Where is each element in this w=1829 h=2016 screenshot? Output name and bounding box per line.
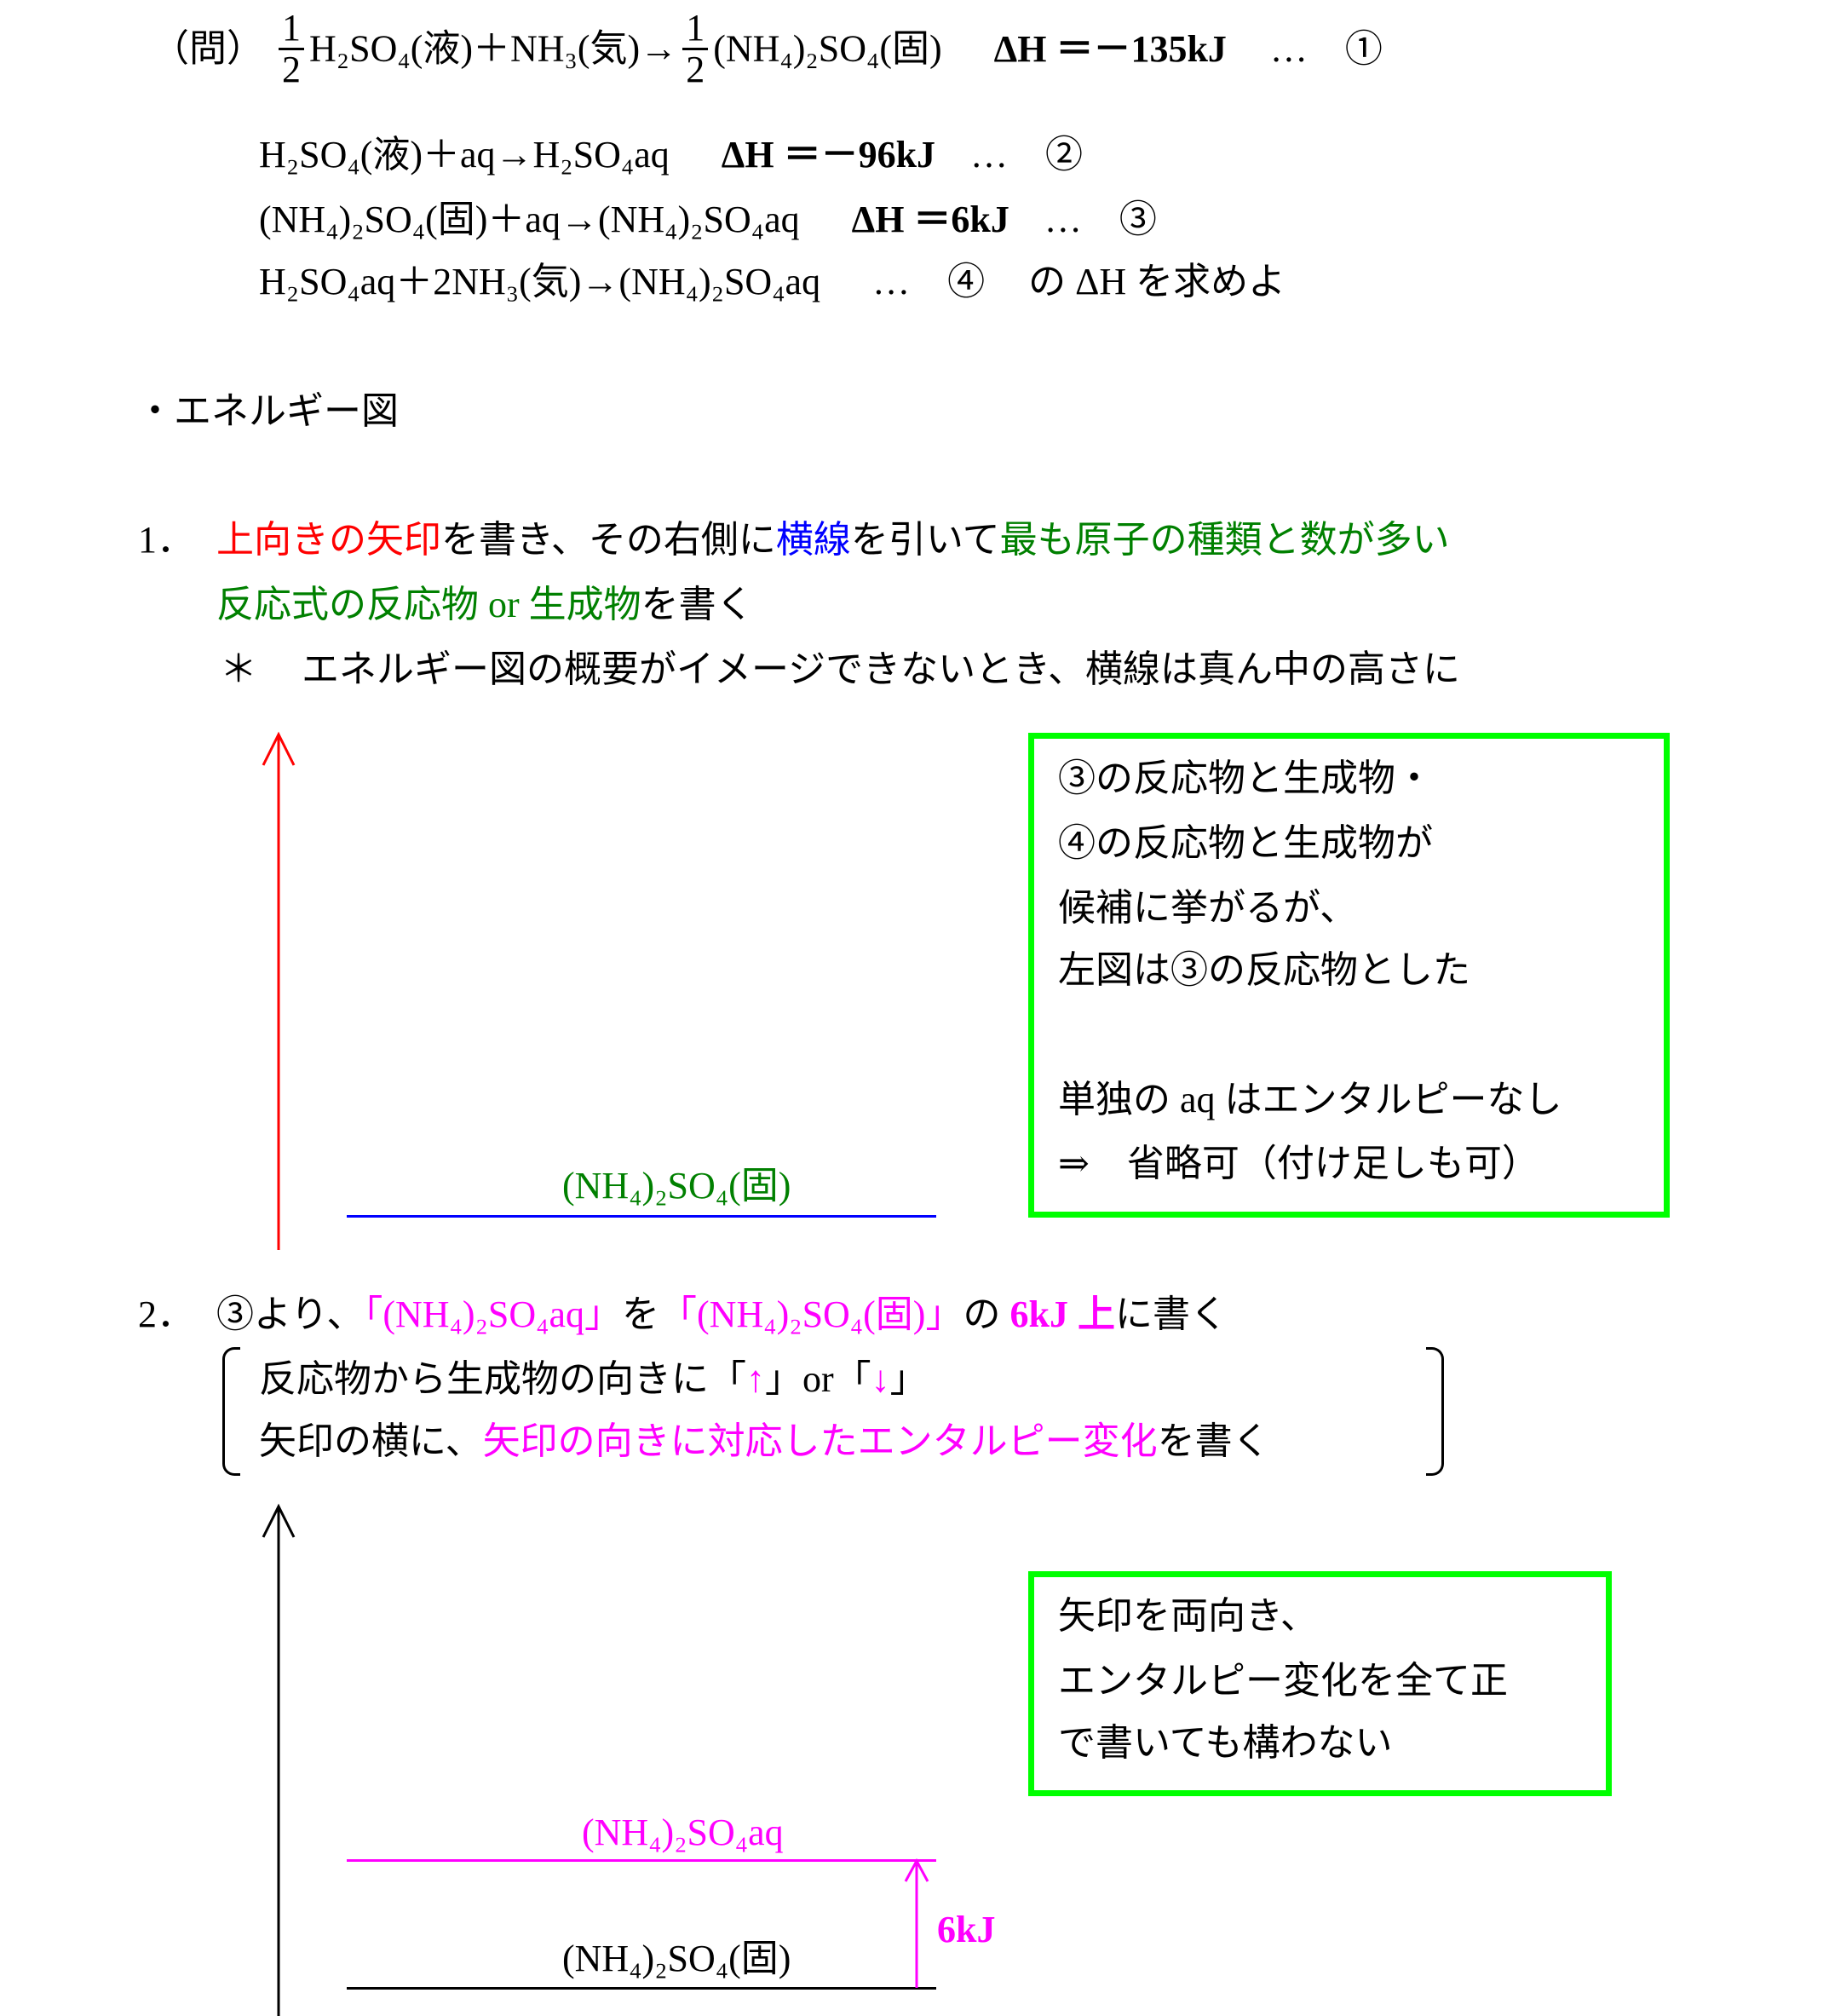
box-line: ③の反応物と生成物・ — [1058, 757, 1433, 799]
step2-number: 2． — [138, 1293, 194, 1335]
step1-number: 1． — [138, 519, 194, 561]
note-box-2: 矢印を両向き、 エンタルピー変化を全て正 で書いても構わない — [1028, 1571, 1612, 1796]
eq2-text: H₂SO₄(液)＋aq→H₂SO₄aq — [259, 134, 670, 176]
text: 」or「 — [765, 1358, 871, 1400]
lower-level-label: (NH₄)₂SO₄(固) — [562, 1938, 791, 1979]
eq4-ask: の ΔH を求めよ — [1028, 261, 1286, 302]
fraction-denominator: 2 — [686, 49, 705, 91]
text: を書き、その右側に — [441, 519, 776, 561]
text: を書く — [1157, 1420, 1270, 1462]
fraction-numerator: 1 — [279, 8, 304, 51]
level-label: (NH₄)₂SO₄(固) — [562, 1165, 791, 1207]
text: 反応物から生成物の向きに「 — [259, 1358, 746, 1400]
delta-label: 6kJ — [937, 1909, 996, 1950]
up-arrow-glyph: ↑ — [746, 1358, 765, 1400]
step1-line1: 上向きの矢印を書き、その右側に横線を引いて最も原子の種類と数が多い — [216, 521, 1450, 559]
step2-line1: ③より、「(NH₄)₂SO₄aq」を「(NH₄)₂SO₄(固)」の 6kJ 上に… — [216, 1296, 1228, 1333]
box-line: ⇒ 省略可（付け足しも可） — [1058, 1143, 1539, 1184]
equation-3: (NH₄)₂SO₄(固)＋aq→(NH₄)₂SO₄aq ΔH ＝6kJ … ③ — [259, 201, 1157, 239]
step1-note: エネルギー図の概要がイメージできないとき、横線は真ん中の高さに — [302, 648, 1461, 690]
text: を — [622, 1293, 660, 1335]
box-line: 単独の aq はエンタルピーなし — [1058, 1079, 1562, 1120]
energy-level-line-upper — [347, 1859, 936, 1862]
box-line: エンタルピー変化を全て正 — [1058, 1660, 1508, 1702]
left-bracket — [222, 1347, 240, 1476]
up-arrow-red — [262, 731, 296, 1250]
text: を引いて — [850, 519, 1000, 561]
note-mark: ＊ — [220, 648, 257, 690]
text: 」 — [889, 1358, 928, 1400]
box-line: 候補に挙がるが、 — [1058, 887, 1358, 929]
down-arrow-glyph: ↓ — [871, 1358, 890, 1400]
eq1-dh: ΔH ＝－135kJ — [993, 27, 1227, 70]
eq3-tag: … ③ — [1044, 199, 1157, 240]
right-bracket — [1426, 1347, 1444, 1476]
text-blue: 横線 — [775, 519, 851, 561]
fraction-denominator: 2 — [282, 49, 301, 91]
note-box-1: ③の反応物と生成物・ ④の反応物と生成物が 候補に挙がるが、 左図は③の反応物と… — [1028, 733, 1670, 1218]
equation-4: H₂SO₄aq＋2NH₃(気)→(NH₄)₂SO₄aq … ④ の ΔH を求め… — [259, 263, 1285, 301]
text-magenta: 「(NH₄)₂SO₄(固)」 — [659, 1293, 963, 1335]
eq2-dh: ΔH ＝－96kJ — [721, 134, 936, 176]
problem-label: （問） — [152, 27, 264, 70]
equation-2: H₂SO₄(液)＋aq→H₂SO₄aq ΔH ＝－96kJ … ② — [259, 136, 1083, 174]
eq1-left: H₂SO₄(液)＋NH₃(気)→ — [309, 27, 678, 70]
text: ③より、 — [216, 1293, 365, 1335]
upper-level-label: (NH₄)₂SO₄aq — [582, 1812, 784, 1853]
step1-line2: 反応式の反応物 or 生成物を書く — [216, 586, 754, 624]
eq3-dh: ΔH ＝6kJ — [851, 199, 1009, 240]
energy-level-line-blue — [347, 1215, 936, 1218]
eq4-text: H₂SO₄aq＋2NH₃(気)→(NH₄)₂SO₄aq — [259, 261, 821, 302]
eq3-text: (NH₄)₂SO₄(固)＋aq→(NH₄)₂SO₄aq — [259, 199, 800, 240]
text: に書く — [1114, 1293, 1228, 1335]
text-green: 反応式の反応物 or 生成物 — [216, 584, 641, 625]
text: を書く — [641, 584, 754, 625]
eq2-tag: … ② — [970, 134, 1084, 176]
delta-arrow — [904, 1858, 929, 1988]
text: 矢印の横に、 — [259, 1420, 483, 1462]
bracket-line2: 矢印の横に、矢印の向きに対応したエンタルピー変化を書く — [259, 1423, 1270, 1460]
text-red: 上向きの矢印 — [216, 519, 441, 561]
eq4-tag: … ④ — [872, 261, 986, 302]
eq1-tag: … ① — [1269, 27, 1383, 70]
box-line: で書いても構わない — [1058, 1722, 1393, 1764]
text-green: 最も原子の種類と数が多い — [999, 519, 1450, 561]
section-heading: ・エネルギー図 — [136, 390, 399, 432]
eq1-right: (NH₄)₂SO₄(固) — [713, 27, 942, 70]
text-magenta: 矢印の向きに対応したエンタルピー変化 — [482, 1420, 1158, 1462]
box-line: 左図は③の反応物とした — [1058, 949, 1470, 991]
text-magenta: 6kJ 上 — [1009, 1293, 1115, 1335]
box-line: 矢印を両向き、 — [1058, 1595, 1318, 1637]
text-magenta: 「(NH₄)₂SO₄aq」 — [364, 1293, 623, 1335]
box-line: ④の反応物と生成物が — [1058, 822, 1433, 864]
text: の — [963, 1293, 1010, 1335]
energy-level-line-lower — [347, 1987, 936, 1990]
fraction-numerator: 1 — [682, 8, 709, 51]
up-arrow-black — [262, 1503, 296, 2016]
bracket-line1: 反応物から生成物の向きに「↑」or「↓」 — [259, 1361, 928, 1398]
